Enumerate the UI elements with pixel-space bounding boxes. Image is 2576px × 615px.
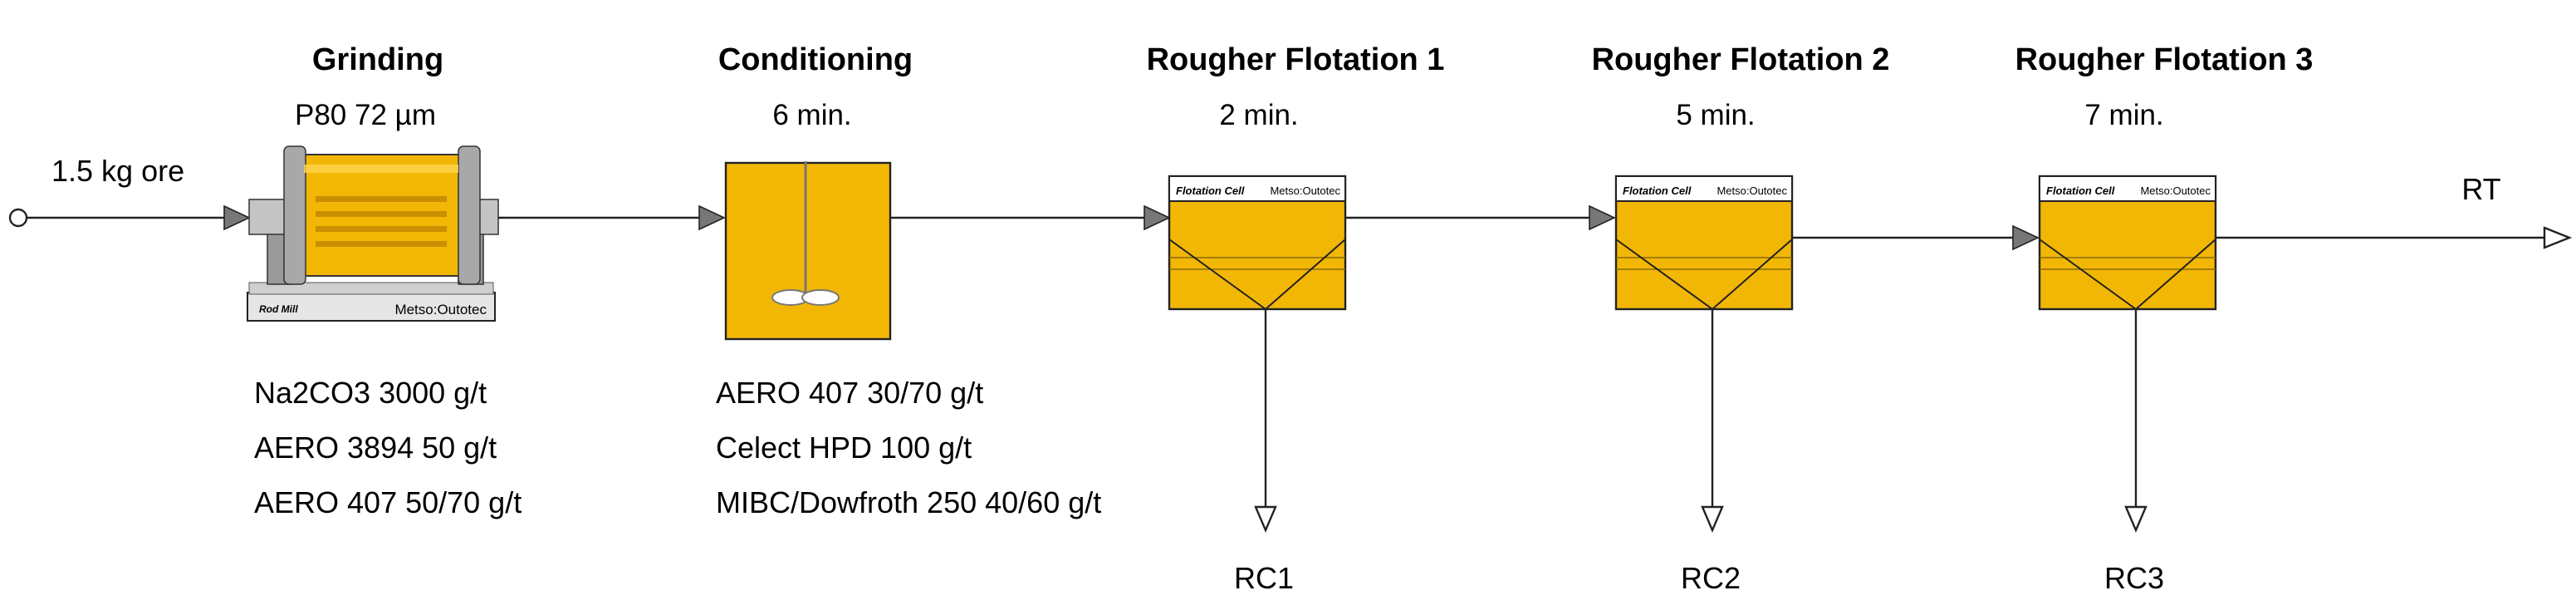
grinding-title: Grinding	[312, 42, 443, 77]
rf1-concentrate-label: RC1	[1234, 561, 1294, 595]
rf1-title: Rougher Flotation 1	[1147, 42, 1445, 77]
conditioning-reagent: MIBC/Dowfroth 250 40/60 g/t	[716, 485, 1101, 519]
arrow-icon	[2012, 224, 2040, 251]
feed-source-node	[8, 208, 28, 228]
grinding-param: P80 72 µm	[295, 99, 436, 131]
grinding-reagent: AERO 3894 50 g/t	[254, 430, 497, 465]
grinding-reagent: Na2CO3 3000 g/t	[254, 376, 487, 410]
arrow-icon	[1144, 204, 1171, 231]
rf2-concentrate-label: RC2	[1681, 561, 1741, 595]
flotation-cell-icon	[1614, 175, 1794, 311]
rf2-concentrate-arrow-icon	[1701, 505, 1724, 534]
conditioning-param: 6 min.	[772, 99, 851, 131]
arrow-icon	[698, 204, 726, 231]
rf2-header-right: Metso:Outotec	[1717, 184, 1787, 197]
mill-plate-right: Metso:Outotec	[394, 302, 487, 317]
mill-plate-left: Rod Mill	[259, 303, 298, 315]
arrow-icon	[1589, 204, 1616, 231]
conditioning-reagent: Celect HPD 100 g/t	[716, 430, 972, 465]
rf1-concentrate-arrow-icon	[1254, 505, 1277, 534]
rf1-param: 2 min.	[1219, 99, 1298, 131]
rf3-concentrate-label: RC3	[2104, 561, 2164, 595]
feed-label: 1.5 kg ore	[51, 154, 184, 188]
rod-mill-icon	[247, 145, 499, 322]
rf2-title: Rougher Flotation 2	[1592, 42, 1890, 77]
rf2-param: 5 min.	[1676, 99, 1755, 131]
flotation-cell-icon	[1168, 175, 1347, 311]
conditioning-reagent: AERO 407 30/70 g/t	[716, 376, 983, 410]
rf3-header-left: Flotation Cell	[2046, 184, 2115, 197]
grinding-reagent: AERO 407 50/70 g/t	[254, 485, 522, 519]
tailings-label: RT	[2461, 172, 2500, 206]
rf1-header-left: Flotation Cell	[1176, 184, 1245, 197]
rf3-header-right: Metso:Outotec	[2140, 184, 2211, 197]
conditioning-title: Conditioning	[718, 42, 913, 77]
rf3-concentrate-arrow-icon	[2124, 505, 2147, 534]
flotation-cell-icon	[2038, 175, 2217, 311]
conditioning-tank-icon	[724, 161, 892, 341]
rf1-header-right: Metso:Outotec	[1270, 184, 1340, 197]
rf3-param: 7 min.	[2084, 99, 2163, 131]
feed-arrow-icon	[223, 204, 251, 231]
tailings-arrow-icon	[2543, 226, 2573, 249]
rf2-header-left: Flotation Cell	[1623, 184, 1692, 197]
rf3-title: Rougher Flotation 3	[2015, 42, 2314, 77]
